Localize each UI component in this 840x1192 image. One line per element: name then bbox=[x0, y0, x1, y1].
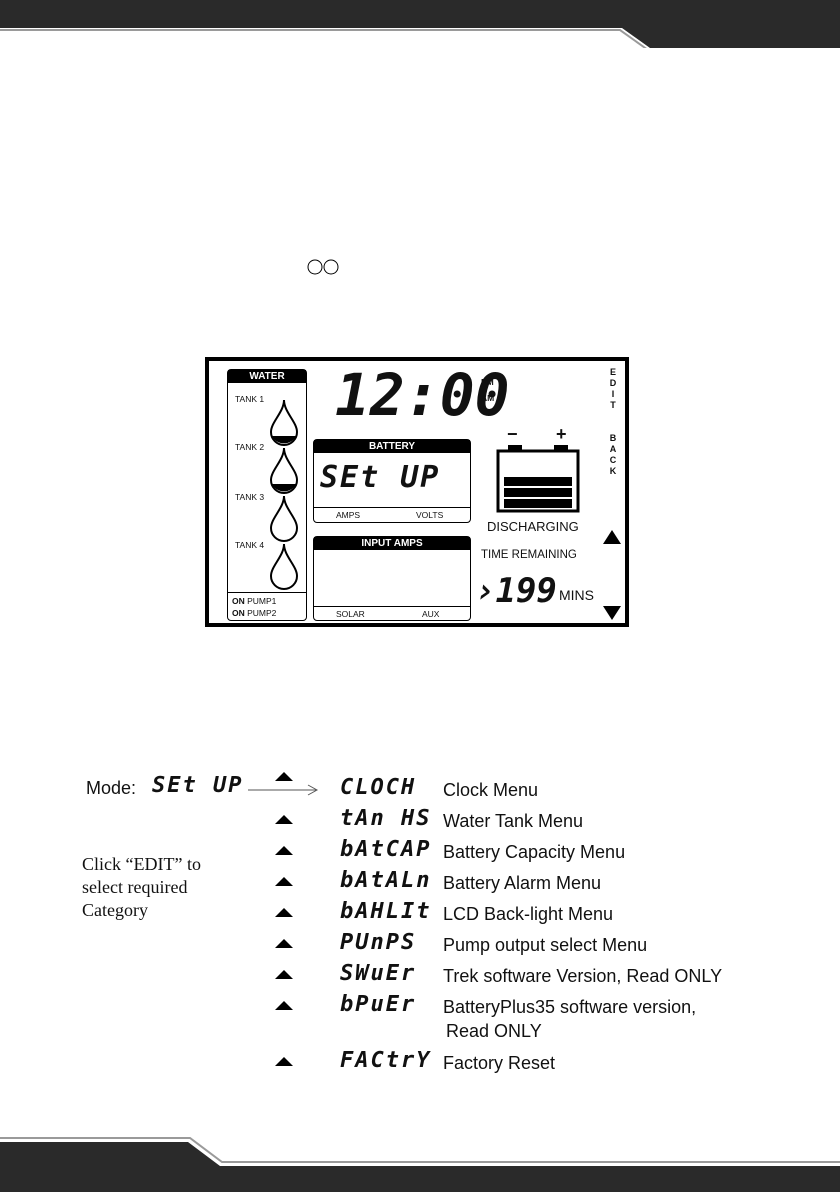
menu-code-bpver: bPuEr bbox=[340, 992, 417, 1017]
solar-label: SOLAR bbox=[336, 609, 365, 619]
water-panel: WATER TANK 1 TANK 2 TANK 3 TANK 4 ON PUM… bbox=[227, 369, 307, 621]
pm-indicator: PM bbox=[481, 377, 494, 387]
pump-1: ON PUMP1 bbox=[232, 596, 277, 606]
menu-code-batalm: bAtALn bbox=[340, 868, 432, 893]
up-triangle-icon bbox=[275, 970, 293, 979]
menu-label-bpver: BatteryPlus35 software version, bbox=[443, 997, 697, 1017]
circle-icon bbox=[307, 259, 339, 275]
up-triangle-icon bbox=[275, 1001, 293, 1010]
water-title: WATER bbox=[228, 370, 306, 383]
menu-code-factory: FACtrY bbox=[340, 1048, 432, 1073]
up-triangle-icon bbox=[275, 877, 293, 886]
instruction-line-1: Click “EDIT” to bbox=[82, 854, 201, 874]
water-drop-icon bbox=[269, 495, 299, 542]
edit-button[interactable]: E D I T bbox=[609, 367, 617, 410]
menu-code-batcap: bAtCAP bbox=[340, 837, 432, 862]
circle-marks bbox=[306, 258, 346, 276]
water-drop-icon bbox=[269, 543, 299, 590]
volts-label: VOLTS bbox=[416, 510, 444, 520]
input-amps-panel: INPUT AMPS SOLAR AUX bbox=[313, 536, 471, 621]
time-remaining-label: TIME REMAINING bbox=[481, 549, 577, 561]
menu-label-bpver-line2: Read ONLY bbox=[446, 1021, 542, 1041]
up-triangle-icon bbox=[275, 815, 293, 824]
discharging-label: DISCHARGING bbox=[487, 519, 579, 534]
header-bar bbox=[0, 0, 840, 48]
menu-label-factory: Factory Reset bbox=[443, 1053, 556, 1073]
menu-code-swver: SWuEr bbox=[340, 961, 417, 986]
mins-label: MINS bbox=[559, 587, 594, 603]
menu-label-batalm: Battery Alarm Menu bbox=[443, 873, 602, 893]
menu-label-clock: Clock Menu bbox=[443, 780, 539, 800]
time-remaining-value: ›199 bbox=[475, 571, 557, 611]
pump-2: ON PUMP2 bbox=[232, 608, 277, 618]
input-amps-title: INPUT AMPS bbox=[314, 537, 470, 550]
battery-title: BATTERY bbox=[314, 440, 470, 453]
menu-code-backlight: bAHLIt bbox=[340, 899, 432, 924]
menu-code-clock: CLOCH bbox=[340, 775, 417, 800]
instruction-line-2: select required bbox=[82, 877, 188, 897]
tank-label-1: TANK 1 bbox=[235, 394, 265, 404]
battery-panel: BATTERY SEt UP AMPS VOLTS bbox=[313, 439, 471, 523]
tank-label-3: TANK 3 bbox=[235, 492, 265, 502]
up-arrow-icon[interactable] bbox=[602, 529, 622, 545]
battery-minus: − bbox=[507, 424, 518, 444]
instruction-line-3: Category bbox=[82, 900, 148, 920]
mode-value: SEt UP bbox=[152, 773, 244, 798]
menu-label-pumps: Pump output select Menu bbox=[443, 935, 648, 955]
tank-label-2: TANK 2 bbox=[235, 442, 265, 452]
down-arrow-icon[interactable] bbox=[602, 605, 622, 621]
up-triangle-icon bbox=[275, 908, 293, 917]
aux-label: AUX bbox=[422, 609, 440, 619]
battery-plus: + bbox=[556, 424, 567, 444]
menu-label-batcap: Battery Capacity Menu bbox=[443, 842, 626, 862]
up-triangle-icon bbox=[275, 1057, 293, 1066]
menu-code-tank: tAn HS bbox=[340, 806, 432, 831]
up-triangle-icon bbox=[275, 846, 293, 855]
amps-label: AMPS bbox=[336, 510, 361, 520]
tank-label-4: TANK 4 bbox=[235, 540, 265, 550]
battery-display: SEt UP bbox=[320, 460, 441, 495]
clock-display: 12:00 bbox=[335, 361, 510, 429]
am-indicator: AM bbox=[481, 393, 495, 403]
arrow-right-icon bbox=[248, 784, 319, 796]
water-drop-icon bbox=[269, 399, 299, 446]
water-drop-icon bbox=[269, 447, 299, 494]
menu-code-pumps: PUnPS bbox=[340, 930, 417, 955]
footer-bar bbox=[0, 1137, 840, 1192]
menu-label-tank: Water Tank Menu bbox=[443, 811, 584, 831]
up-triangle-icon bbox=[275, 772, 293, 781]
up-triangle-icon bbox=[275, 939, 293, 948]
menu-label-backlight: LCD Back-light Menu bbox=[443, 904, 614, 924]
battery-icon bbox=[496, 445, 580, 513]
menu-label-swver: Trek software Version, Read ONLY bbox=[443, 966, 723, 986]
mode-label: Mode: bbox=[86, 778, 137, 798]
back-button[interactable]: B A C K bbox=[609, 433, 617, 476]
lcd-display: WATER TANK 1 TANK 2 TANK 3 TANK 4 ON PUM… bbox=[205, 357, 629, 627]
